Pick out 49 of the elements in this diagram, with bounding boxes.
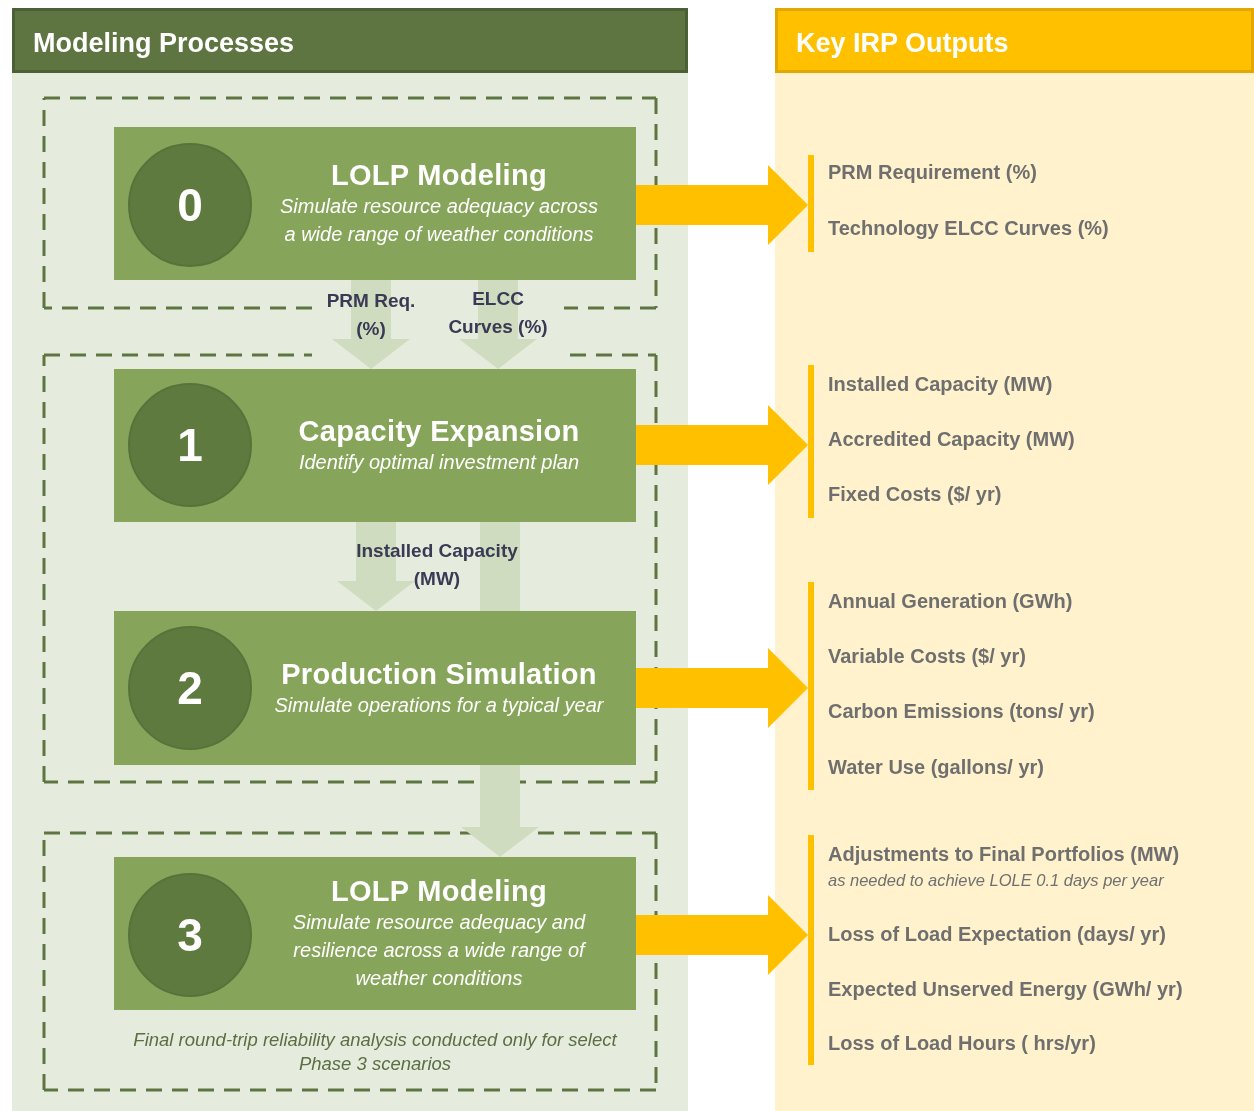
step-number: 3	[177, 908, 203, 962]
block-arrow	[636, 895, 808, 975]
step-description: Simulate resource adequacy and resilience across a wide range of weather conditions	[291, 910, 588, 991]
step-description: Simulate operations for a typical year	[274, 692, 604, 718]
output-item: Technology ELCC Curves (%)	[828, 217, 1109, 240]
output-item: Variable Costs ($/ yr)	[828, 645, 1026, 668]
step-title: LOLP Modeling	[331, 875, 547, 908]
footnote: Final round-trip reliability analysis conducted only for select Phase 3 scenarios	[132, 1028, 619, 1076]
step-title: Capacity Expansion	[298, 415, 580, 448]
output-item: Water Use (gallons/ yr)	[828, 756, 1044, 779]
dashed-group	[44, 355, 656, 782]
output-item: PRM Requirement (%)	[828, 161, 1037, 184]
process-panel	[12, 8, 688, 1111]
block-arrow	[636, 165, 808, 245]
output-item: Accredited Capacity (MW)	[828, 428, 1075, 451]
panel-header: Key IRP Outputs	[775, 8, 1254, 73]
output-panel	[775, 8, 1254, 1111]
panel-header: Modeling Processes	[12, 8, 688, 73]
output-item: Loss of Load Expectation (days/ yr)	[828, 923, 1166, 946]
process-box	[114, 369, 636, 522]
step-description: Simulate resource adequacy across a wide range of weather conditions	[279, 194, 599, 247]
output-item: Fixed Costs ($/ yr)	[828, 483, 1002, 506]
block-arrow	[480, 522, 520, 611]
step-number: 1	[177, 418, 203, 472]
output-note: as needed to achieve LOLE 0.1 days per year	[828, 871, 1164, 890]
block-arrow	[337, 522, 415, 611]
edge-label: Installed Capacity (MW)	[355, 539, 519, 591]
output-item: Adjustments to Final Portfolios (MW)	[828, 843, 1180, 866]
step-description: Identify optimal investment plan	[298, 450, 580, 475]
step-title: LOLP Modeling	[331, 159, 547, 192]
output-item: Expected Unserved Energy (GWh/ yr)	[828, 978, 1183, 1001]
process-box	[114, 857, 636, 1010]
step-number: 2	[177, 661, 203, 715]
output-item: Installed Capacity (MW)	[828, 373, 1053, 396]
block-arrow	[636, 405, 808, 485]
edge-label: PRM Req. (%)	[326, 289, 416, 341]
output-item: Carbon Emissions (tons/ yr)	[828, 700, 1095, 723]
process-box	[114, 127, 636, 280]
dashed-group	[44, 833, 656, 1090]
block-arrow	[332, 280, 410, 369]
output-item: Annual Generation (GWh)	[828, 590, 1073, 613]
step-number: 0	[177, 178, 203, 232]
block-arrow	[461, 765, 539, 857]
step-title: Production Simulation	[281, 657, 597, 691]
block-arrow	[459, 280, 537, 369]
edge-label: ELCC Curves (%)	[447, 287, 549, 339]
output-item: Loss of Load Hours ( hrs/yr)	[828, 1032, 1096, 1055]
block-arrow	[636, 648, 808, 728]
process-box	[114, 611, 636, 765]
